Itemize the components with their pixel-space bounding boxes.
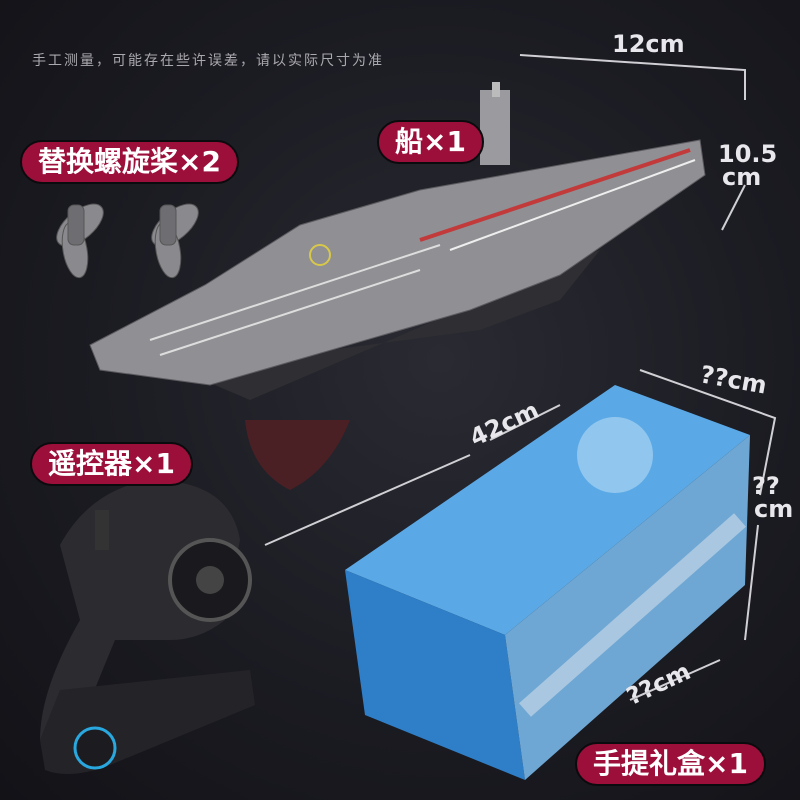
measurement-disclaimer: 手工测量，可能存在些许误差，请以实际尺寸为准 [32,53,384,69]
box-height-value: ?? [752,472,780,500]
label-ship: 船×1 [377,120,484,164]
dimension-lines [264,54,777,701]
box-height-unit: cm [754,495,794,523]
label-propeller: 替换螺旋桨×2 [20,140,239,184]
gift-box [345,385,750,780]
label-gift-box: 手提礼盒×1 [575,742,766,786]
ship-height-unit: cm [722,163,762,191]
label-remote: 遥控器×1 [30,442,193,486]
aircraft-carrier-ship [89,82,706,490]
ship-height-value: 10.5 [718,140,778,168]
ship-width-dimension: 12cm [612,30,685,58]
remote-controller [40,480,255,774]
propeller-icon [151,203,199,279]
propeller-icon [56,203,104,279]
